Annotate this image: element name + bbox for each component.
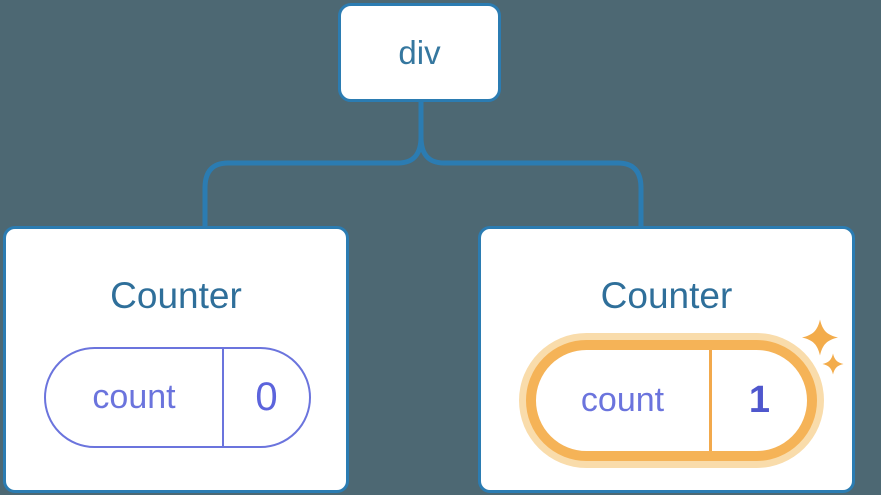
state-pill: count 0 <box>44 347 311 448</box>
connector-right-branch <box>418 100 644 228</box>
component-title: Counter <box>110 275 242 316</box>
state-key-label: count <box>580 381 665 419</box>
counter-card-right: Counter count 1 <box>478 226 855 493</box>
state-value-label: 0 <box>255 375 278 419</box>
state-value-cell: 1 <box>712 350 807 451</box>
state-key-label: count <box>92 378 176 416</box>
root-node-label: div <box>398 33 441 71</box>
state-pill-highlighted: count 1 <box>526 340 817 461</box>
sparkle-large <box>802 319 838 356</box>
state-value-label: 1 <box>748 379 771 421</box>
sparkle-small <box>822 353 844 375</box>
component-title: Counter <box>600 275 733 316</box>
connector-left-branch <box>202 100 424 228</box>
sparkle-icon <box>802 319 844 375</box>
state-value-cell: 0 <box>224 349 309 446</box>
counter-card-left: Counter count 0 <box>3 226 349 493</box>
state-key-cell: count <box>536 350 712 451</box>
root-node-div: div <box>338 3 501 102</box>
state-key-cell: count <box>46 349 224 446</box>
